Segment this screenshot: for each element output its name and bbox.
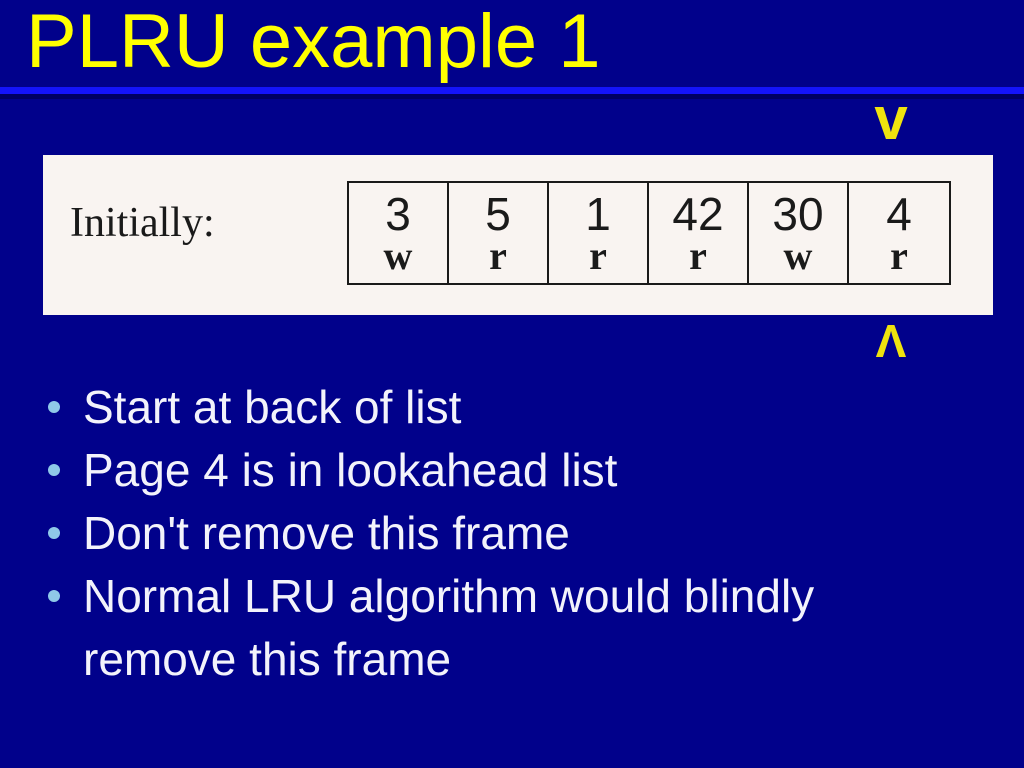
frame-page-number: 4 (886, 187, 912, 240)
frame-access-type: r (890, 233, 908, 279)
frame-page-number: 3 (385, 187, 411, 240)
frame-cell: 42 r (649, 183, 749, 283)
frame-cell: 4 r (849, 183, 949, 283)
bullet-list: Start at back of list Page 4 is in looka… (44, 376, 928, 691)
lookahead-pointer-down-icon: v (874, 85, 908, 152)
frame-cell: 3 w (349, 183, 449, 283)
bullet-icon (48, 527, 60, 539)
frame-page-number: 1 (585, 187, 611, 240)
frame-cell: 1 r (549, 183, 649, 283)
frame-access-type: w (383, 233, 413, 279)
list-item: Normal LRU algorithm would blindly remov… (44, 565, 928, 691)
frame-cell: 5 r (449, 183, 549, 283)
bullet-icon (48, 401, 60, 413)
page-title: PLRU example 1 (26, 0, 601, 84)
bullet-text: Normal LRU algorithm would blindly remov… (83, 570, 815, 685)
title-underline-shadow (0, 94, 1024, 99)
frame-access-type: r (489, 233, 507, 279)
frame-cell: 30 w (749, 183, 849, 283)
title-underline (0, 87, 1024, 94)
bullet-text: Page 4 is in lookahead list (83, 444, 618, 496)
frame-table: 3 w 5 r 1 r 42 r 30 w 4 r (347, 181, 951, 285)
bullet-text: Don't remove this frame (83, 507, 570, 559)
initial-state-label: Initially: (70, 200, 215, 246)
initial-state-panel: Initially: 3 w 5 r 1 r 42 r 30 w 4 r (43, 155, 993, 315)
frame-page-number: 5 (485, 187, 511, 240)
bullet-text: Start at back of list (83, 381, 462, 433)
frame-access-type: r (689, 233, 707, 279)
list-item: Start at back of list (44, 376, 928, 439)
frame-access-type: w (783, 233, 813, 279)
bullet-icon (48, 590, 60, 602)
frame-page-number: 30 (772, 187, 824, 240)
frame-page-number: 42 (672, 187, 724, 240)
frame-access-type: r (589, 233, 607, 279)
list-item: Page 4 is in lookahead list (44, 439, 928, 502)
list-item: Don't remove this frame (44, 502, 928, 565)
bullet-icon (48, 464, 60, 476)
lookahead-pointer-up-icon: Λ (875, 315, 907, 367)
